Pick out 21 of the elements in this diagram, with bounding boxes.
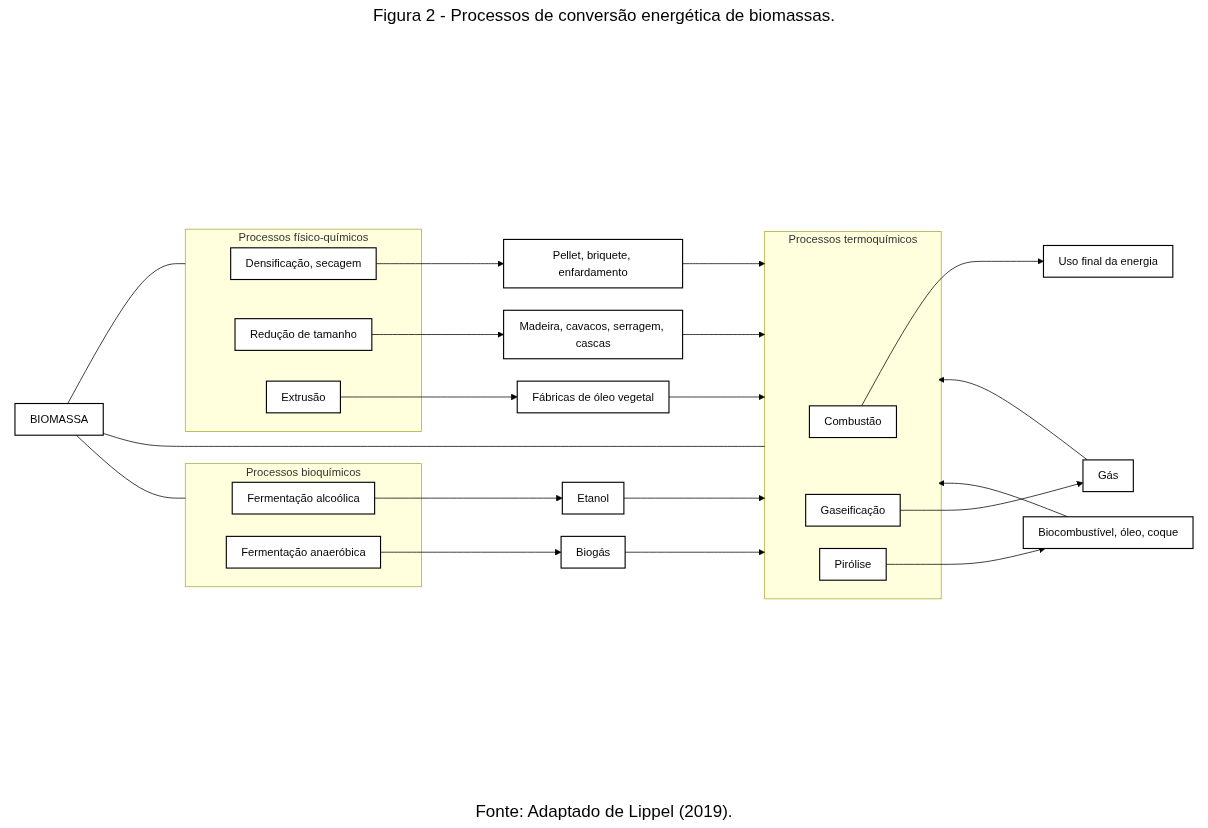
figure-title: Figura 2 - Processos de conversão energética de biomassas. (372, 6, 836, 26)
node-box: Pellet, briquete, enfardamento (503, 238, 684, 289)
connector (75, 434, 186, 499)
node-box: Gás (1082, 459, 1134, 493)
node-box: Pirólise (819, 547, 887, 581)
connector (67, 263, 186, 404)
node-box: Etanol (561, 481, 625, 515)
node-box: Uso final da energia (1042, 244, 1174, 278)
node-box: Extrusão (265, 380, 341, 414)
node-box: Fábricas de óleo vegetal (516, 380, 670, 414)
node-box: Redução de tamanho (234, 318, 373, 351)
node-box: Combustão (808, 405, 897, 439)
node-box: Densificação, secagem (230, 247, 377, 281)
node-box: Biocombustível, óleo, coque (1022, 516, 1194, 550)
node-box: BIOMASSA (14, 402, 104, 436)
node-box: Madeira, cavacos, serragem, cascas (503, 309, 684, 360)
node-box: Biogás (560, 535, 626, 569)
node-box: Fermentação alcoólica (231, 481, 376, 515)
source-caption: Fonte: Adaptado de Lippel (2019). (475, 802, 733, 822)
node-box: Fermentação anaeróbica (225, 535, 382, 569)
node-box: Gaseificação (805, 493, 901, 527)
